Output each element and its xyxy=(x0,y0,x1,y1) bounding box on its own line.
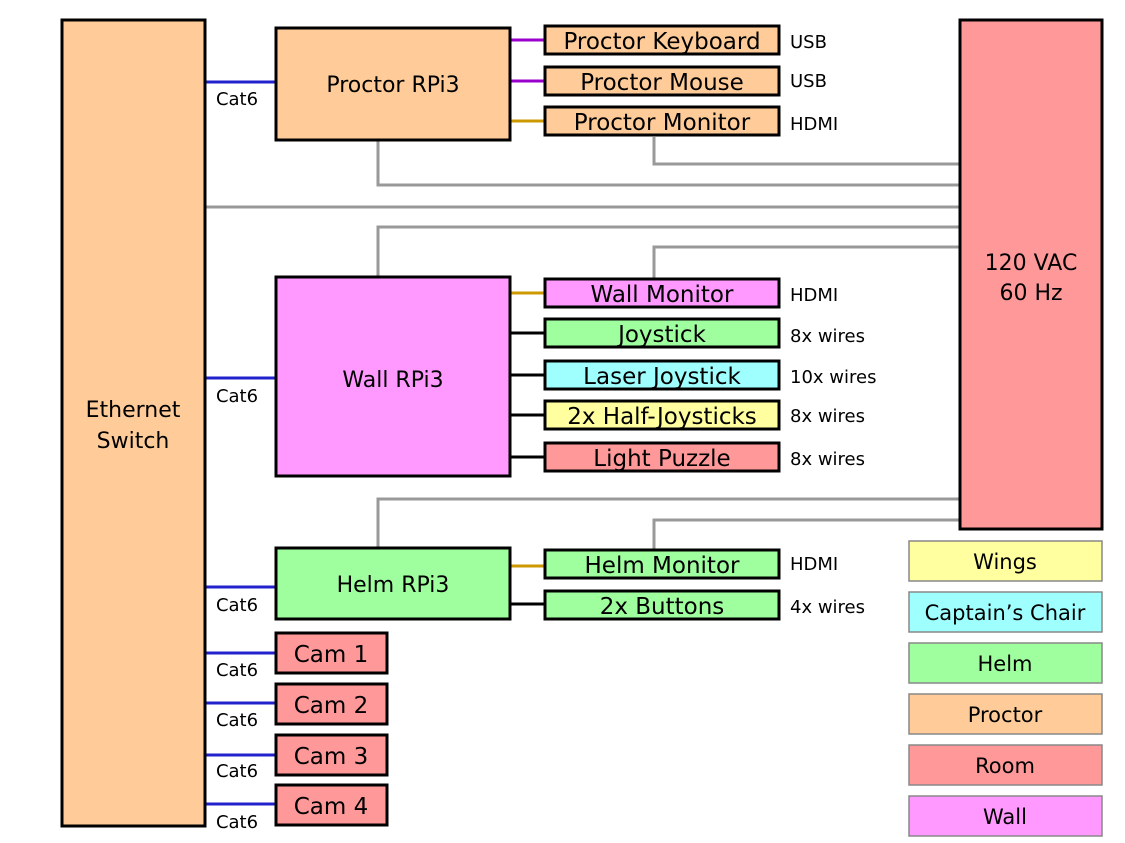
wall-rpi-cat6-label: Cat6 xyxy=(216,386,258,407)
proctor-keyboard-box xyxy=(543,24,781,56)
helm-rpi-box xyxy=(274,546,512,621)
power-supply-label-2: 60 Hz xyxy=(999,281,1062,306)
buttons-box xyxy=(543,589,781,621)
joystick-conn: 8x wires xyxy=(790,326,865,347)
buttons-conn: 4x wires xyxy=(790,597,865,618)
wall-rpi-box xyxy=(274,275,512,478)
helm-rpi-cat6-label: Cat6 xyxy=(216,595,258,616)
cameras: Cam 1 Cat6 Cam 2 Cat6 Cam 3 Cat6 Cam 4 C… xyxy=(216,631,389,833)
ethernet-switch-label-1: Ethernet xyxy=(86,398,181,423)
helm-rpi: Helm RPi3 Cat6 xyxy=(216,546,512,621)
buttons-label: 2x Buttons xyxy=(600,594,725,620)
proctor-keyboard-conn: USB xyxy=(790,32,827,53)
cam-4-label: Cam 4 xyxy=(294,794,369,820)
joystick-label: Joystick xyxy=(616,322,707,348)
power-supply-label-1: 120 VAC xyxy=(985,251,1078,276)
helm-monitor-box xyxy=(543,548,781,580)
device-lines xyxy=(510,38,545,606)
proctor-rpi-label: Proctor RPi3 xyxy=(326,73,459,98)
wall-monitor-conn: HDMI xyxy=(790,285,838,306)
legend-proctor-box xyxy=(908,693,1103,735)
proctor-mouse-label: Proctor Mouse xyxy=(580,70,744,96)
light-puzzle-conn: 8x wires xyxy=(790,449,865,470)
cam-3-box xyxy=(274,733,389,777)
laser-joystick-box xyxy=(543,359,781,391)
proctor-rpi: Proctor RPi3 Cat6 xyxy=(216,26,512,142)
legend-captains-chair-label: Captain’s Chair xyxy=(925,601,1086,625)
helm-monitor-label: Helm Monitor xyxy=(585,553,741,579)
legend-room-label: Room xyxy=(975,754,1035,778)
cam-1-box xyxy=(274,631,389,675)
proctor-monitor-box xyxy=(543,105,781,137)
light-puzzle-box xyxy=(543,441,781,473)
power-line-proctor-monitor xyxy=(652,137,960,166)
ethernet-switch: Ethernet Switch xyxy=(60,18,207,828)
wall-rpi-label: Wall RPi3 xyxy=(342,368,443,393)
cam-3-cat6-label: Cat6 xyxy=(216,761,258,782)
cam-2-box xyxy=(274,682,389,726)
proctor-keyboard-label: Proctor Keyboard xyxy=(563,29,760,55)
power-lines xyxy=(205,137,960,549)
cam-1-label: Cam 1 xyxy=(294,642,369,668)
cam-2-label: Cam 2 xyxy=(294,693,369,719)
power-line-wall-monitor xyxy=(652,245,960,278)
legend-proctor-label: Proctor xyxy=(968,703,1043,727)
ethernet-switch-box xyxy=(60,18,207,828)
power-supply: 120 VAC 60 Hz xyxy=(958,18,1104,531)
proctor-devices: Proctor Keyboard USB Proctor Mouse USB P… xyxy=(543,24,838,137)
helm-monitor-conn: HDMI xyxy=(790,554,838,575)
proctor-mouse-conn: USB xyxy=(790,71,827,92)
legend-wings-label: Wings xyxy=(973,550,1037,574)
legend: Wings Captain’s Chair Helm Proctor Room … xyxy=(908,540,1103,837)
power-line-wall-rpi xyxy=(376,225,960,277)
power-line-helm-rpi xyxy=(376,497,960,548)
light-puzzle-label: Light Puzzle xyxy=(593,446,730,472)
half-joysticks-label: 2x Half-Joysticks xyxy=(567,404,757,430)
wall-rpi: Wall RPi3 Cat6 xyxy=(216,275,512,478)
helm-devices: Helm Monitor HDMI 2x Buttons 4x wires xyxy=(543,548,865,621)
proctor-mouse-box xyxy=(543,65,781,97)
legend-helm-box xyxy=(908,642,1103,684)
power-line-proctor-rpi xyxy=(376,140,960,187)
cam-1-cat6-label: Cat6 xyxy=(216,660,258,681)
proctor-rpi-cat6-label: Cat6 xyxy=(216,89,258,110)
joystick-box xyxy=(543,317,781,349)
cam-4-box xyxy=(274,783,389,827)
legend-helm-label: Helm xyxy=(977,652,1032,676)
wall-devices: Wall Monitor HDMI Joystick 8x wires Lase… xyxy=(543,277,876,473)
cam-2-cat6-label: Cat6 xyxy=(216,710,258,731)
legend-wall-box xyxy=(908,795,1103,837)
half-joysticks-conn: 8x wires xyxy=(790,406,865,427)
wall-monitor-box xyxy=(543,277,781,309)
proctor-monitor-conn: HDMI xyxy=(790,114,838,135)
cat6-lines xyxy=(205,80,276,806)
laser-joystick-conn: 10x wires xyxy=(790,367,876,388)
legend-room-box xyxy=(908,744,1103,786)
proctor-rpi-box xyxy=(274,26,512,142)
proctor-monitor-label: Proctor Monitor xyxy=(574,110,751,136)
legend-wings-box xyxy=(908,540,1103,582)
ethernet-switch-label-2: Switch xyxy=(97,429,170,454)
power-supply-box xyxy=(958,18,1104,531)
cam-3-label: Cam 3 xyxy=(294,744,369,770)
legend-captains-chair-box xyxy=(908,591,1103,633)
wall-monitor-label: Wall Monitor xyxy=(591,282,734,308)
power-line-helm-monitor xyxy=(652,518,960,549)
half-joysticks-box xyxy=(543,399,781,431)
cam-4-cat6-label: Cat6 xyxy=(216,812,258,833)
legend-wall-label: Wall xyxy=(983,805,1027,829)
laser-joystick-label: Laser Joystick xyxy=(583,364,741,390)
helm-rpi-label: Helm RPi3 xyxy=(337,573,450,598)
